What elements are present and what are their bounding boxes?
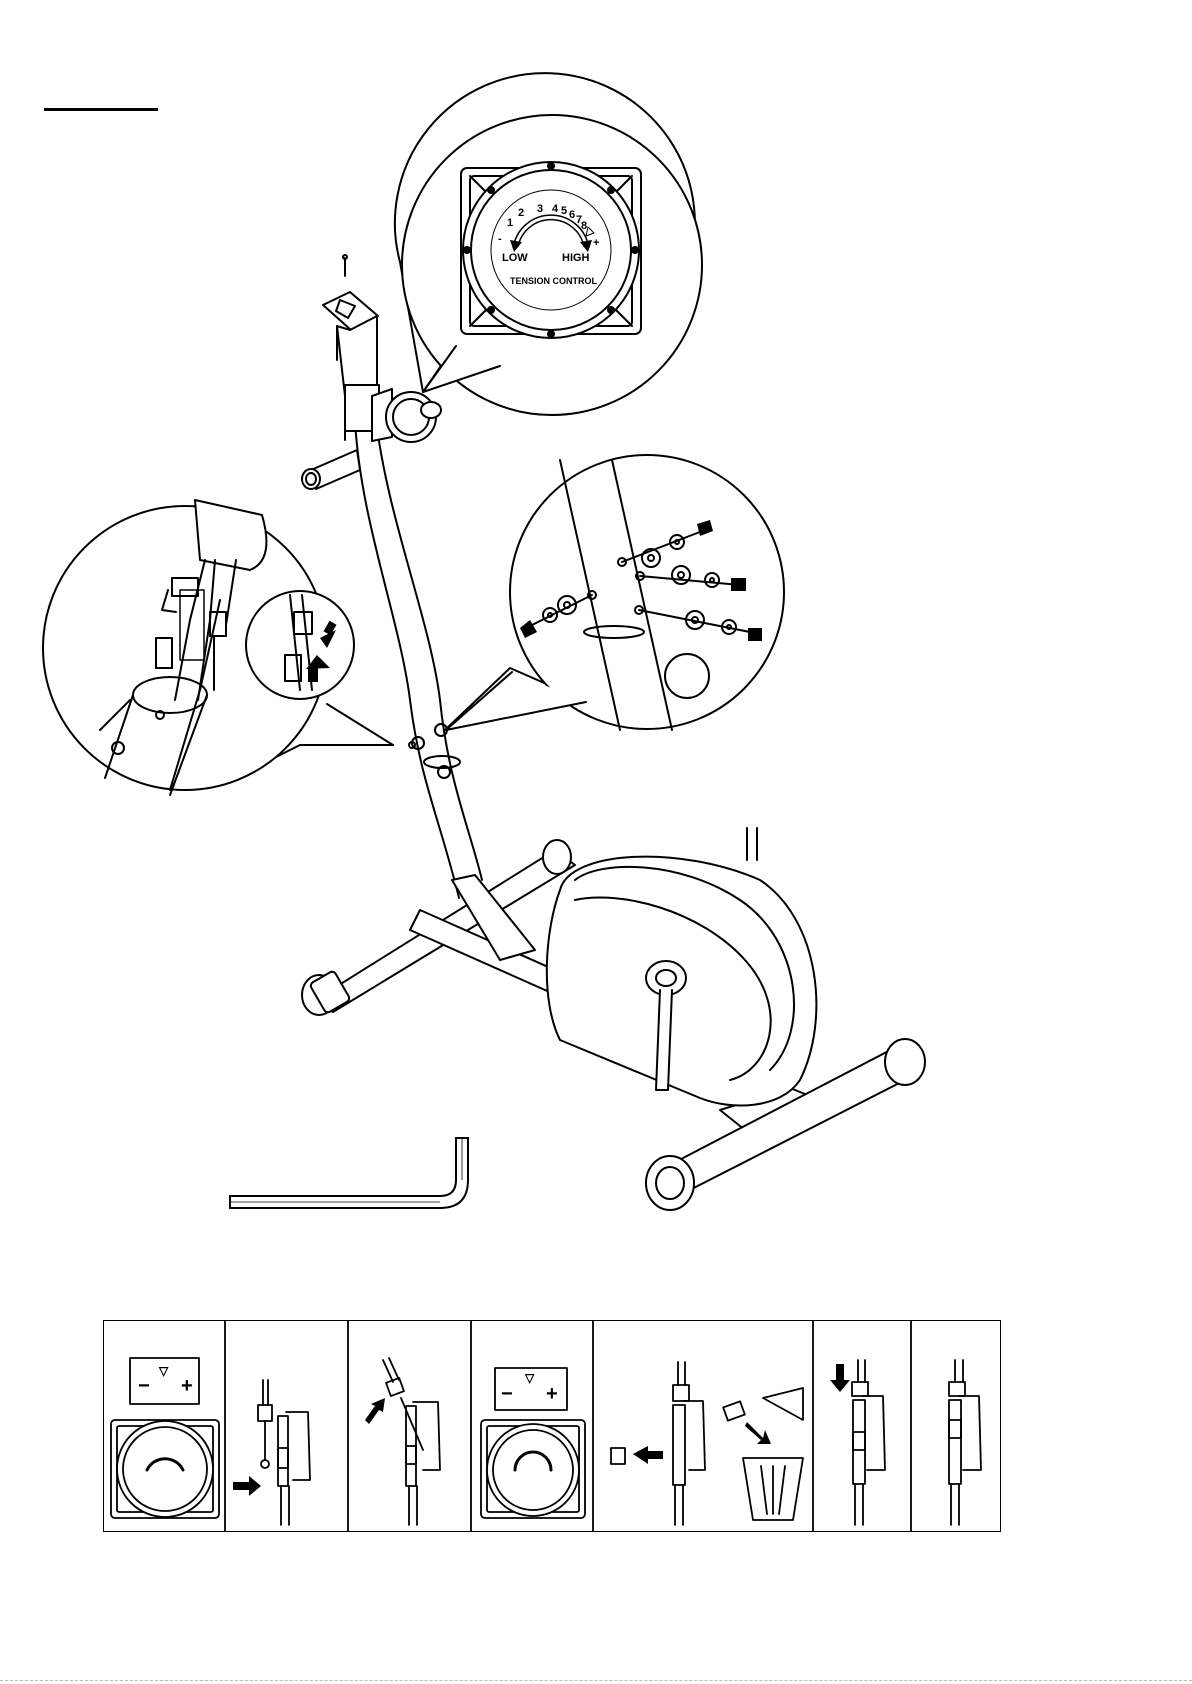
dial-plus-label: + [593,237,599,249]
step-6-reconnect-icon [830,1360,885,1525]
bolt-assembly-zoom-bubble [445,455,784,730]
flywheel-housing [547,857,817,1106]
dial-number-6: 6 [569,209,575,221]
step-1-dial-icon: − + ▽ [111,1358,219,1518]
strip-indicator-1: ▽ [158,1364,169,1378]
dial-number-2: 2 [518,207,524,219]
step-2-disconnect-icon [233,1380,310,1525]
strip-minus-1: − [138,1375,150,1397]
page-bottom-edge [0,1680,1192,1681]
tension-knob-zoom-bubble: - 1 2 3 4 5 6 7 8 + LOW HIGH TENSION CON… [395,73,702,415]
dial-number-4: 4 [552,203,559,215]
tension-knob [345,385,441,442]
cross-bar [302,450,360,489]
strip-plus-2: + [546,1383,558,1405]
allen-key-icon [220,1130,480,1230]
connector-zoom-bubble [246,591,354,699]
dial-number-8: 8 [581,220,587,232]
instruction-strip-drawings: − + ▽ − + ▽ [103,1320,1001,1532]
strip-indicator-2: ▽ [524,1371,535,1385]
dial-number-5: 5 [561,205,567,217]
step-3-connect-icon [365,1358,440,1525]
upright-tube [345,396,482,898]
dial-low-label: LOW [502,252,528,264]
step-4-dial-icon: − + ▽ [481,1368,585,1518]
strip-plus-1: + [181,1375,193,1397]
dial-high-label: HIGH [562,252,590,264]
step-5-remove-clip-icon [611,1362,803,1525]
dial-caption-label: TENSION CONTROL [510,276,598,286]
dial-number-3: 3 [537,203,543,215]
step-7-complete-icon [949,1360,981,1525]
dial-minus-label: - [498,233,502,245]
strip-minus-2: − [501,1383,513,1405]
dial-number-1: 1 [507,217,513,229]
bike-assembly-illustration: - 1 2 3 4 5 6 7 8 + LOW HIGH TENSION CON… [0,0,1192,1300]
handlebar-post [323,255,378,396]
